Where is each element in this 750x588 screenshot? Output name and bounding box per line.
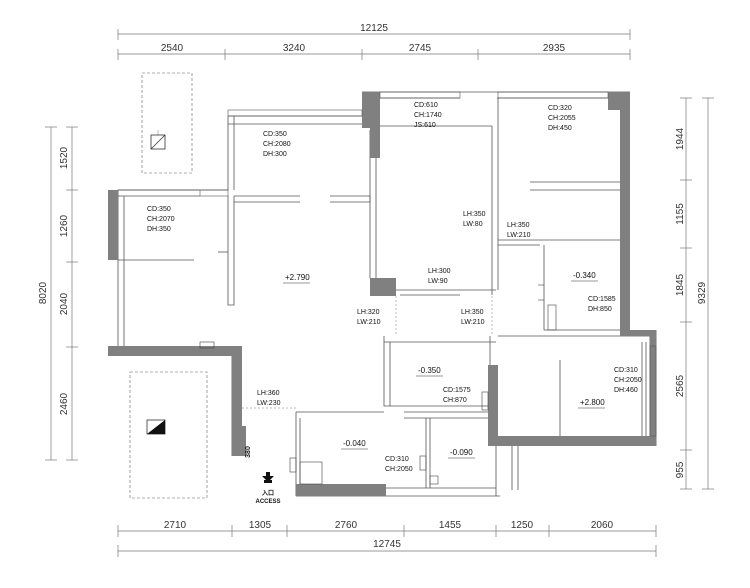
dim-left-3: 2040: [59, 292, 70, 315]
annotations: CD:350 CH:2080 DH:300 CD:350 CH:2070 DH:…: [147, 102, 642, 473]
door-side-dimension: 380: [245, 446, 252, 458]
note-bedroom-ch: CH:2050: [614, 377, 642, 384]
dim-bottom-2: 1305: [249, 520, 272, 531]
note-bedroom-dh: DH:460: [614, 387, 638, 394]
dim-bottom-4: 1455: [439, 520, 462, 531]
note-east-window-ch: CH:2055: [548, 115, 576, 122]
note-east-window-cd: CD:320: [548, 105, 572, 112]
note-mid-room-ch: CH:870: [443, 397, 467, 404]
level-living: +2.790: [285, 273, 310, 282]
note-bath-ch: CH:2050: [385, 466, 413, 473]
dim-bottom-5: 1250: [511, 520, 534, 531]
note-beam-5-lh: LH:350: [461, 309, 484, 316]
note-west-window-ch: CH:2070: [147, 216, 175, 223]
note-living-window-dh: DH:300: [263, 151, 287, 158]
note-west-window-cd: CD:350: [147, 206, 171, 213]
dim-top-3: 2745: [409, 43, 432, 54]
note-beam-5-lw: LW:210: [461, 319, 485, 326]
windows: [199, 91, 657, 437]
dim-left-1: 1520: [59, 146, 70, 169]
note-kitchen-dh: DH:850: [588, 306, 612, 313]
dashed-guides: [242, 130, 493, 409]
note-beam-1-lh: LH:350: [463, 211, 486, 218]
dimension-lines: [45, 29, 714, 557]
dim-right-3: 1845: [675, 273, 686, 296]
fixtures: [199, 284, 557, 485]
note-living-window-cd: CD:350: [263, 131, 287, 138]
entrance-marker: 入口 ACCESS: [255, 472, 281, 505]
note-beam-3-lw: LW:90: [428, 278, 448, 285]
dim-left-2: 1260: [59, 214, 70, 237]
note-bedroom-cd: CD:310: [614, 367, 638, 374]
note-beam-2-lh: LH:350: [507, 222, 530, 229]
level-marks: +2.790 -0.340 -0.350 +2.800 -0.040 -0.09…: [283, 271, 605, 459]
note-mid-window-js: JS:610: [414, 122, 436, 129]
dim-right-total: 9329: [697, 281, 708, 304]
dim-top-1: 2540: [161, 43, 184, 54]
note-beam-6-lh: LH:360: [257, 390, 280, 397]
dim-right-1: 1944: [675, 127, 686, 150]
structural-columns: [108, 92, 656, 496]
dim-left-total: 8020: [38, 281, 49, 304]
note-beam-4-lh: LH:320: [357, 309, 380, 316]
dim-bottom-total: 12745: [373, 539, 401, 550]
dim-top-total: 12125: [360, 23, 388, 34]
note-beam-4-lw: LW:210: [357, 319, 381, 326]
dim-top-2: 3240: [283, 43, 306, 54]
level-bath: -0.040: [343, 439, 366, 448]
entrance-label-cn: 入口: [261, 490, 274, 497]
dim-top-4: 2935: [543, 43, 566, 54]
dim-right-5: 955: [675, 461, 686, 478]
note-kitchen-cd: CD:1585: [588, 296, 616, 303]
dim-bottom-1: 2710: [164, 520, 187, 531]
note-mid-window-ch: CH:1740: [414, 112, 442, 119]
note-mid-window-cd: CD:610: [414, 102, 438, 109]
dim-right-2: 1155: [675, 203, 686, 225]
entrance-arrow-icon: [262, 472, 274, 482]
dim-right-4: 2565: [675, 374, 686, 397]
note-mid-room-cd: CD:1575: [443, 387, 471, 394]
level-kitchen: -0.340: [573, 271, 596, 280]
note-east-window-dh: DH:450: [548, 125, 572, 132]
note-beam-6-lw: LW:230: [257, 400, 281, 407]
level-bedroom: +2.800: [580, 398, 605, 407]
note-beam-1-lw: LW:80: [463, 221, 483, 228]
dim-left-4: 2460: [59, 392, 70, 415]
note-beam-3-lh: LH:300: [428, 268, 451, 275]
balcony-outlines: [129, 72, 208, 499]
dim-bottom-6: 2060: [591, 520, 614, 531]
note-living-window-ch: CH:2080: [263, 141, 291, 148]
note-beam-2-lw: LW:210: [507, 232, 531, 239]
dimension-texts: 12125 2540 3240 2745 2935 2710 1305 2760…: [38, 23, 708, 550]
note-bath-cd: CD:310: [385, 456, 409, 463]
entrance-label-en: ACCESS: [255, 499, 280, 505]
level-bath-2: -0.090: [450, 448, 473, 457]
dim-bottom-3: 2760: [335, 520, 358, 531]
ac-unit-bottom: [146, 419, 166, 435]
note-west-window-dh: DH:350: [147, 226, 171, 233]
ac-unit-top: [150, 130, 166, 150]
level-mid-room: -0.350: [418, 366, 441, 375]
